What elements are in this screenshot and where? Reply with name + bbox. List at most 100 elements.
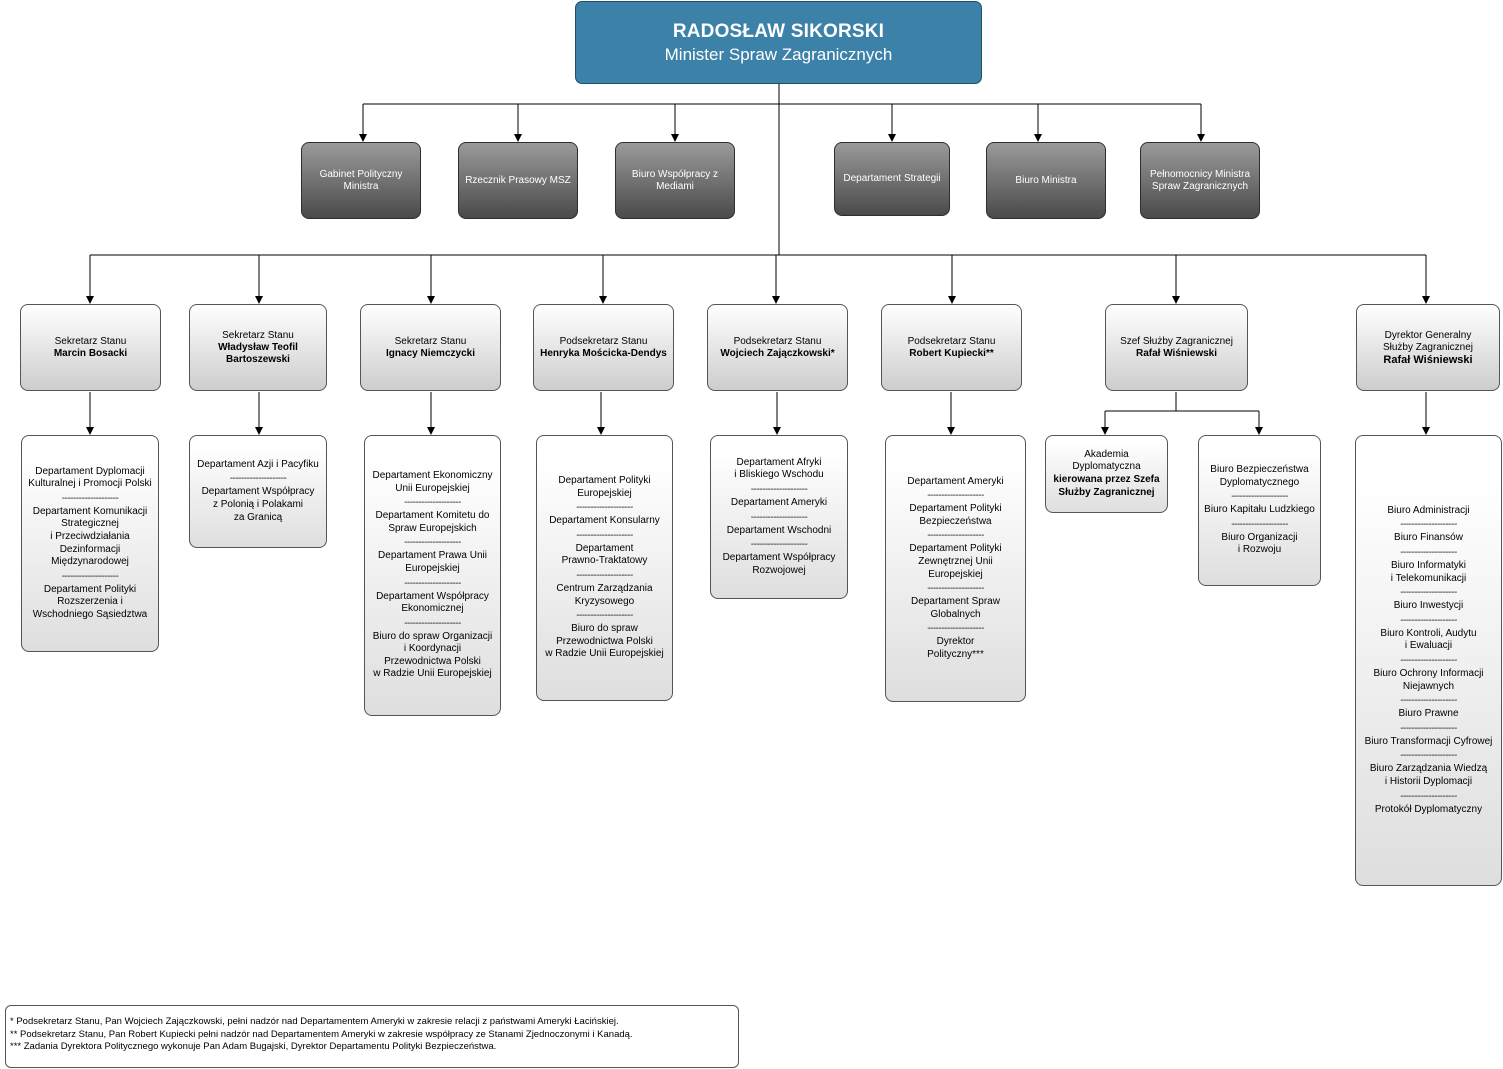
secretary-name: Rafał Wiśniewski [1135, 347, 1218, 359]
department-item: Biuro Kapitału Ludzkiego [1204, 504, 1315, 516]
footnote-1: * Podsekretarz Stanu, Pan Wojciech Zając… [10, 1016, 619, 1027]
list-separator: -------------------- [1400, 655, 1457, 666]
department-item: Biuro Ochrony Informacji Niejawnych [1373, 668, 1484, 692]
department-item: Centrum Zarządzania Kryzysowego [556, 583, 653, 607]
department-item: Protokół Dyplomatyczny [1374, 803, 1483, 815]
list-separator: -------------------- [1400, 722, 1457, 734]
department-item: Departament Spraw Globalnych [911, 596, 1000, 620]
secretary-box-niemczycki: Sekretarz Stanu Ignacy Niemczycki [360, 304, 501, 391]
list-separator: -------------------- [1400, 750, 1457, 762]
department-item: Biuro Kontroli, Audytu i Ewaluacji [1380, 627, 1477, 652]
department-item: Biuro Organizacji i Rozwoju [1221, 531, 1298, 556]
department-item: Biuro Transformacji Cyfrowej [1364, 735, 1493, 747]
department-item: Departament Polityki Bezpieczeństwa [909, 503, 1002, 527]
department-item: Departament Wschodni [726, 524, 832, 536]
department-item: Biuro do spraw Przewodnictwa Polski w Ra… [545, 623, 664, 660]
list-separator: -------------------- [576, 502, 633, 514]
department-item: Departament Prawno-Traktatowy [561, 542, 648, 567]
list-separator: -------------------- [750, 483, 808, 495]
secretary-name: Marcin Bosacki [53, 347, 128, 359]
list-separator: -------------------- [229, 473, 287, 485]
department-item: Departament Współpracy z Polonią i Polak… [201, 486, 315, 523]
list-separator: -------------------- [1400, 547, 1457, 559]
secretary-title: Podsekretarz Stanu [907, 335, 996, 347]
list-separator: -------------------- [750, 539, 808, 551]
department-item: Biuro Prawne [1398, 708, 1459, 720]
secretary-title: Dyrektor Generalny Służby Zagranicznej [1382, 329, 1474, 353]
department-item: Departament Współpracy Ekonomicznej [376, 590, 489, 615]
secretary-box-kupiecki: Podsekretarz Stanu Robert Kupiecki** [881, 304, 1022, 391]
department-item: Biuro Zarządzania Wiedzą i Historii Dypl… [1369, 763, 1488, 787]
footnote-2: ** Podsekretarz Stanu, Pan Robert Kupiec… [10, 1028, 633, 1040]
list-separator: -------------------- [61, 570, 119, 582]
secretary-name: Henryka Mościcka-Dendys [540, 347, 667, 359]
department-item: Biuro Administracji [1387, 504, 1470, 516]
department-item: Departament Konsularny [549, 515, 660, 527]
academy-box: Akademia Dyplomatyczna kierowana przez S… [1045, 435, 1168, 513]
list-separator: -------------------- [576, 610, 633, 622]
list-separator: -------------------- [1231, 491, 1288, 503]
department-list-moscicka-dendys: Departament Polityki Europejskiej-------… [536, 435, 673, 701]
list-separator: -------------------- [927, 490, 984, 502]
footnote-3: *** Zadania Dyrektora Politycznego wykon… [10, 1041, 497, 1053]
secretary-title: Podsekretarz Stanu [559, 335, 648, 347]
footnotes-box: * Podsekretarz Stanu, Pan Wojciech Zając… [5, 1005, 739, 1068]
staff-box-pelnomocnicy-ministra: Pełnomocnicy Ministra Spraw Zagranicznyc… [1140, 142, 1260, 219]
department-item: Departament Współpracy Rozwojowej [722, 552, 836, 576]
department-item: Biuro Finansów [1394, 532, 1463, 544]
department-item: Departament Ameryki [907, 475, 1004, 487]
minister-box: RADOSŁAW SIKORSKI Minister Spraw Zagrani… [575, 1, 982, 84]
staff-box-biuro-wspolpracy-z-mediami: Biuro Współpracy z Mediami [615, 142, 735, 219]
secretary-title: Sekretarz Stanu [222, 329, 294, 341]
secretary-name: Władysław Teofil Bartoszewski [218, 341, 298, 365]
secretary-box-dyrektor-generalny: Dyrektor Generalny Służby Zagranicznej R… [1356, 304, 1500, 391]
department-item: Departament Komunikacji Strategicznej i … [32, 505, 148, 568]
list-separator: -------------------- [1400, 614, 1457, 626]
secretary-box-zajaczkowski: Podsekretarz Stanu Wojciech Zajączkowski… [707, 304, 848, 391]
department-item: Departament Azji i Pacyfiku [197, 458, 319, 470]
department-item: Departament Komitetu do Spraw Europejski… [375, 510, 490, 534]
staff-box-rzecznik-prasowy: Rzecznik Prasowy MSZ [458, 142, 578, 219]
list-separator: -------------------- [1400, 695, 1457, 707]
staff-box-gabinet-polityczny: Gabinet Polityczny Ministra [301, 142, 421, 219]
secretary-box-moscicka-dendys: Podsekretarz Stanu Henryka Mościcka-Dend… [533, 304, 674, 391]
department-list-bosacki: Departament Dyplomacji Kulturalnej i Pro… [21, 435, 159, 652]
department-list-kupiecki: Departament Ameryki--------------------D… [885, 435, 1026, 702]
department-list-zajaczkowski: Departament Afryki i Bliskiego Wschodu--… [710, 435, 848, 599]
department-list-szef-sluzby: Biuro Bezpieczeństwa Dyplomatycznego----… [1198, 435, 1321, 586]
secretary-name: Wojciech Zajączkowski* [720, 347, 835, 359]
secretary-box-szef-sluzby: Szef Służby Zagranicznej Rafał Wiśniewsk… [1105, 304, 1248, 391]
list-separator: -------------------- [1400, 519, 1457, 531]
list-separator: -------------------- [927, 530, 984, 542]
staff-box-departament-strategii: Departament Strategii [834, 142, 950, 216]
department-item: Biuro Informatyki i Telekomunikacji [1390, 560, 1467, 584]
secretary-name: Rafał Wiśniewski [1383, 353, 1473, 366]
list-separator: -------------------- [61, 492, 119, 504]
minister-name: RADOSŁAW SIKORSKI [672, 20, 885, 42]
department-item: Departament Polityki Zewnętrznej Unii Eu… [909, 543, 1002, 580]
department-item: Departament Polityki Rozszerzenia i Wsch… [32, 583, 148, 620]
secretary-name: Robert Kupiecki** [909, 347, 994, 359]
list-separator: -------------------- [1231, 518, 1288, 530]
department-item: Departament Dyplomacji Kulturalnej i Pro… [28, 465, 152, 490]
list-separator: -------------------- [576, 529, 633, 541]
department-item: Departament Ameryki [730, 496, 828, 508]
secretary-box-bosacki: Sekretarz Stanu Marcin Bosacki [20, 304, 161, 391]
list-separator: -------------------- [927, 583, 984, 595]
list-separator: -------------------- [576, 570, 633, 581]
secretary-title: Sekretarz Stanu [394, 335, 467, 347]
staff-box-biuro-ministra: Biuro Ministra [986, 142, 1106, 219]
secretary-title: Szef Służby Zagranicznej [1120, 335, 1233, 347]
secretary-name: Ignacy Niemczycki [386, 347, 475, 359]
department-list-dyrektor-generalny: Biuro Administracji--------------------B… [1355, 435, 1502, 886]
secretary-title: Sekretarz Stanu [54, 335, 127, 347]
academy-name: Akademia Dyplomatyczna [1072, 448, 1141, 473]
department-list-niemczycki: Departament Ekonomiczny Unii Europejskie… [364, 435, 501, 716]
list-separator: -------------------- [404, 617, 461, 629]
list-separator: -------------------- [1400, 587, 1457, 599]
department-item: Departament Prawa Unii Europejskiej [378, 550, 487, 574]
department-list-bartoszewski: Departament Azji i Pacyfiku -------------… [189, 435, 327, 548]
department-item: Dyrektor Polityczny*** [927, 636, 984, 660]
list-separator: -------------------- [404, 577, 461, 589]
department-item: Biuro do spraw Organizacji i Koordynacji… [372, 630, 493, 680]
